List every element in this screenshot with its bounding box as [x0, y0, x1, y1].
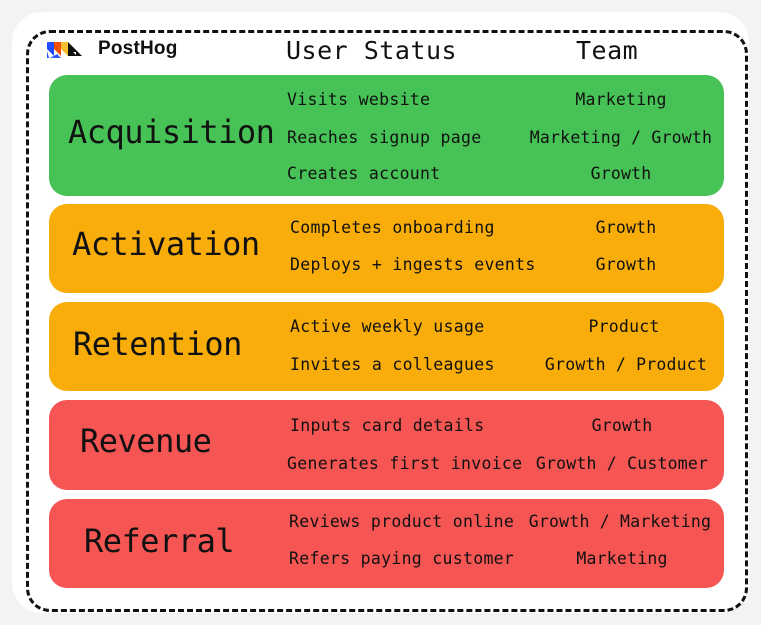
team-item: Growth / Marketing: [528, 512, 712, 531]
stage-referral: [49, 499, 724, 588]
column-header-team: Team: [576, 36, 639, 65]
team-item: Growth: [595, 218, 657, 237]
status-item: Inputs card details: [290, 416, 485, 435]
team-item: Growth: [591, 416, 653, 435]
stage-activation: [49, 204, 724, 293]
status-item: Active weekly usage: [290, 317, 485, 336]
logo-wordmark: PostHog: [98, 38, 178, 59]
status-item: Invites a colleagues: [290, 355, 495, 374]
stage-name-referral: Referral: [84, 522, 235, 560]
stage-name-retention: Retention: [73, 325, 242, 363]
status-item: Refers paying customer: [289, 549, 515, 568]
status-item: Reviews product online: [289, 512, 515, 531]
stage-revenue: [49, 400, 724, 490]
team-item: Growth / Customer: [535, 454, 709, 473]
stage-name-revenue: Revenue: [80, 422, 212, 460]
stage-retention: [49, 302, 724, 391]
stage-acquisition: [49, 75, 724, 196]
status-item: Visits website: [287, 90, 431, 109]
status-item: Completes onboarding: [290, 218, 495, 237]
team-item: Marketing: [575, 90, 667, 109]
posthog-hedgehog-logo-icon: [47, 42, 82, 58]
posthog-logo: PostHog: [47, 38, 178, 60]
team-item: Marketing: [576, 549, 668, 568]
column-header-user-status: User Status: [286, 36, 458, 65]
status-item: Reaches signup page: [287, 128, 482, 147]
status-item: Generates first invoice: [287, 454, 523, 473]
dashed-border: [26, 30, 748, 612]
stage-name-activation: Activation: [72, 225, 260, 263]
team-item: Growth: [590, 164, 652, 183]
stage-name-acquisition: Acquisition: [68, 113, 275, 151]
team-item: Marketing / Growth: [529, 128, 713, 147]
status-item: Creates account: [287, 164, 441, 183]
team-item: Growth / Product: [544, 355, 708, 374]
team-item: Product: [588, 317, 660, 336]
team-item: Growth: [595, 255, 657, 274]
status-item: Deploys + ingests events: [290, 255, 536, 274]
